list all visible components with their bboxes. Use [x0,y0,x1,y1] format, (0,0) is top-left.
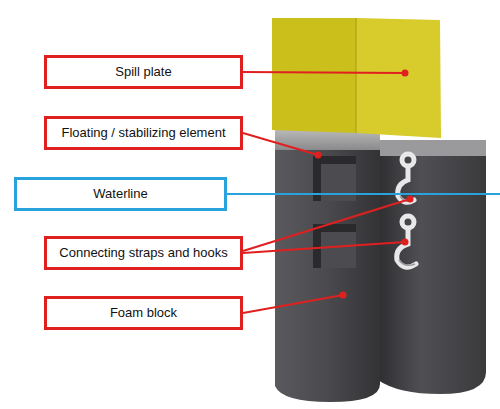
callout-box: Floating / stabilizing element [44,116,243,150]
float-top [380,140,486,156]
hook-shade [399,196,415,265]
callout-label: Spill plate [115,64,171,80]
callout-box: Spill plate [44,55,243,89]
hooks [397,154,416,267]
spill-plate [272,18,356,133]
cutout [321,164,356,201]
waterline-box: Waterline [14,177,227,211]
leader-dots [315,70,414,299]
plate-fold [356,18,357,133]
cutout [321,232,356,268]
waterline [226,193,500,195]
spill-plate [356,18,441,138]
leader-lines [243,72,410,313]
callout-label: Floating / stabilizing element [61,125,225,141]
foam-column [275,128,380,402]
callout-label: Waterline [93,186,147,202]
callout-label: Connecting straps and hooks [59,245,227,261]
callout-box: Connecting straps and hooks [44,236,243,270]
callout-label: Foam block [110,305,177,321]
callout-box: Foam block [44,296,243,330]
foam-column [378,140,486,394]
